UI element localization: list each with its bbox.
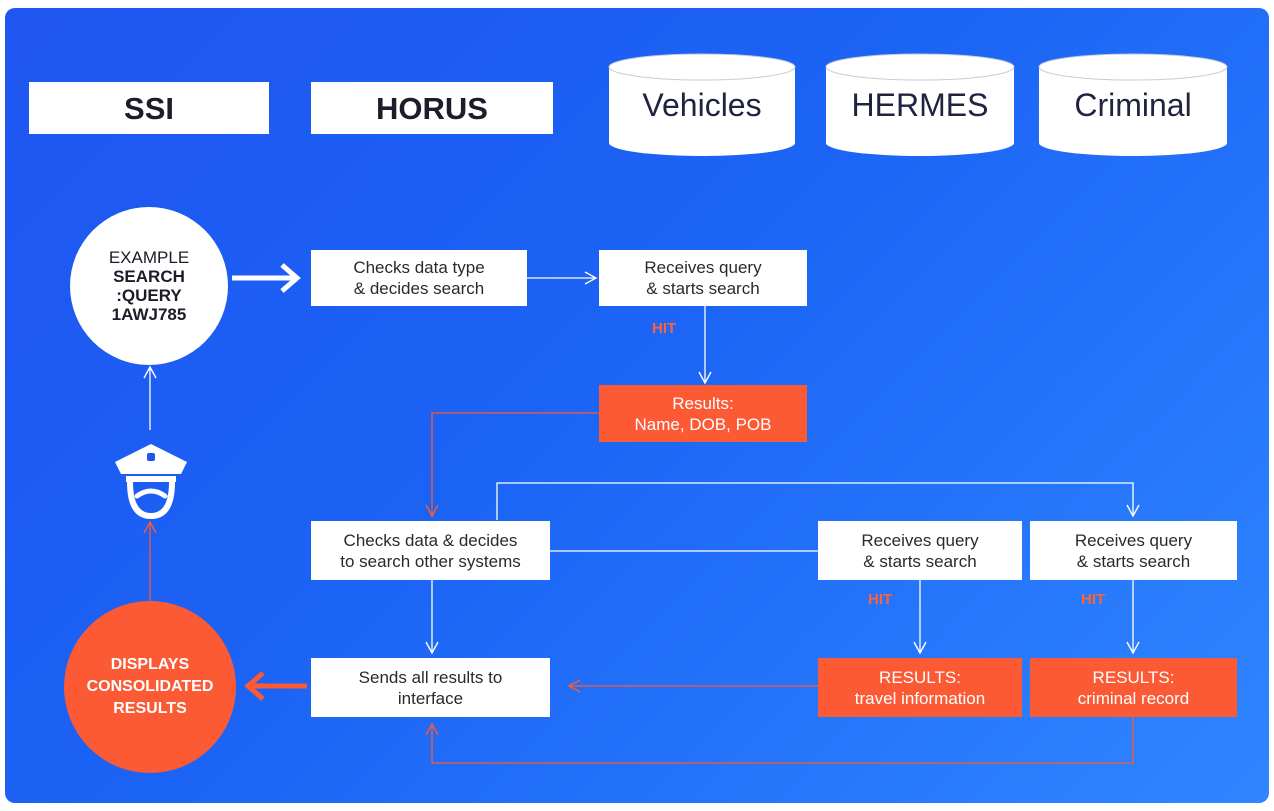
query-line-2: SEARCH <box>113 267 185 286</box>
query-line-4: 1AWJ785 <box>111 305 187 324</box>
hermes-database: HERMES <box>825 53 1015 157</box>
criminal-hit-label: HIT <box>1081 591 1106 608</box>
ssi-check-type-box: Checks data type & decides search <box>311 250 527 306</box>
ssi-to-criminal-line <box>496 482 1140 520</box>
hermes-receive-box: Receives query & starts search <box>818 521 1022 580</box>
vehicles-results-box: Results: Name, DOB, POB <box>599 385 807 442</box>
consolidated-results-circle: DISPLAYS CONSOLIDATED RESULTS <box>64 601 236 773</box>
criminal-results-to-send-line <box>425 717 1134 764</box>
vehicles-receive-box: Receives query & starts search <box>599 250 807 306</box>
ssi-header: SSI <box>29 82 269 134</box>
query-line-3: :QUERY <box>116 286 182 305</box>
criminal-label: Criminal <box>1074 87 1192 123</box>
vehicles-database: Vehicles <box>608 53 796 157</box>
criminal-database: Criminal <box>1038 53 1228 157</box>
horus-header: HORUS <box>311 82 553 134</box>
police-officer-icon <box>112 440 190 525</box>
send-to-consolidated-arrow <box>244 671 307 701</box>
vehicles-results-to-ssi-line <box>425 412 599 518</box>
ssi-check-other-box: Checks data & decides to search other sy… <box>311 521 550 580</box>
query-to-ssi-arrow <box>232 263 301 293</box>
criminal-results-box: RESULTS: criminal record <box>1030 658 1237 717</box>
hermes-label: HERMES <box>851 87 989 123</box>
hermes-hit-label: HIT <box>868 591 893 608</box>
vehicles-label: Vehicles <box>642 87 762 123</box>
criminal-receive-box: Receives query & starts search <box>1030 521 1237 580</box>
query-line-1: EXAMPLE <box>108 248 190 267</box>
consolidated-results-label: DISPLAYS CONSOLIDATED RESULTS <box>86 656 214 717</box>
hermes-results-box: RESULTS: travel information <box>818 658 1022 717</box>
example-query-circle: EXAMPLE SEARCH :QUERY 1AWJ785 <box>70 207 228 365</box>
vehicles-hit-label: HIT <box>652 320 677 337</box>
ssi-send-results-box: Sends all results to interface <box>311 658 550 717</box>
database-cylinder-icon <box>825 53 1015 156</box>
database-cylinder-icon <box>1038 53 1228 156</box>
database-cylinder-icon <box>608 53 796 156</box>
